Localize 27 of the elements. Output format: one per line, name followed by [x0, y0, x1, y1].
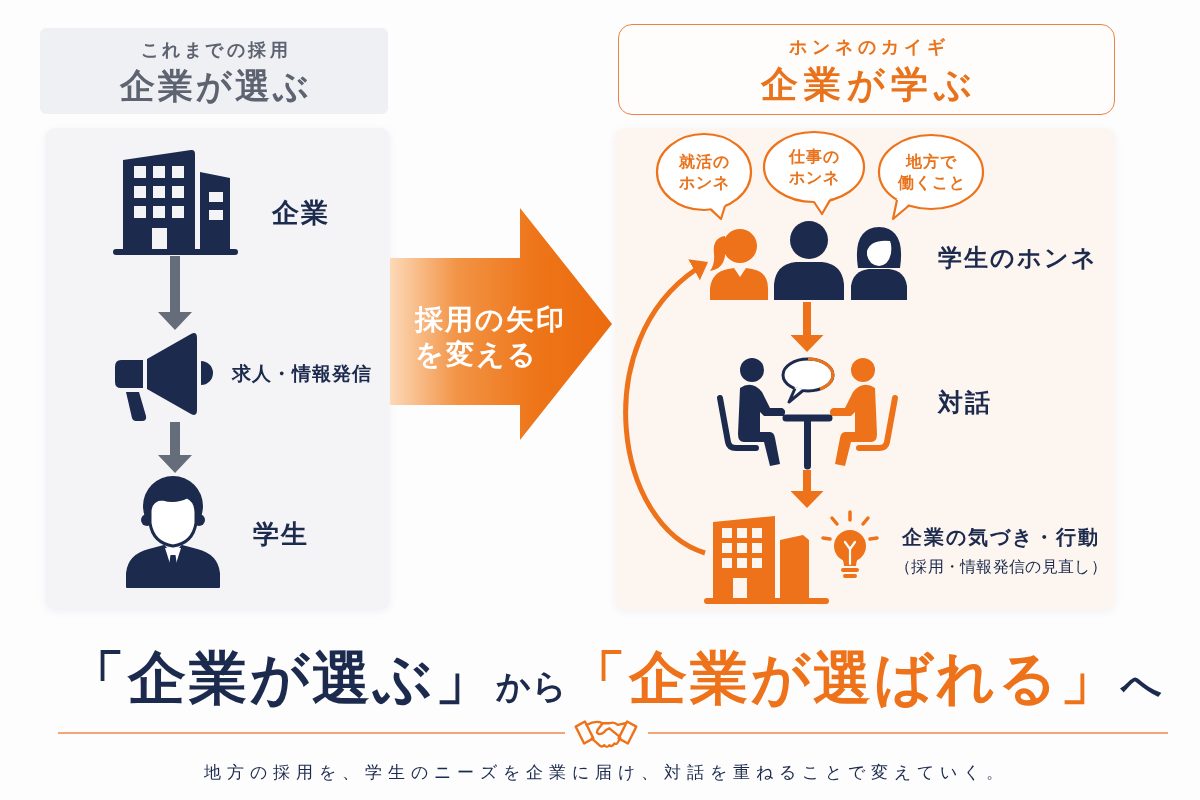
icon-label: 対話 [938, 387, 992, 418]
icon-label: 求人・情報発信 [232, 361, 372, 385]
title-box [618, 24, 1115, 115]
heading: 企業が選ぶ [118, 65, 312, 108]
heading: 企業が学ぶ [760, 62, 978, 108]
arrow [158, 256, 192, 330]
subtitle: これまでの採用 [139, 38, 291, 61]
headline: へ [1120, 660, 1162, 708]
headline: 「企業が選ぶ」 [66, 643, 496, 713]
arrow [158, 422, 192, 473]
headline: 「企業が選ばれる」 [567, 643, 1121, 713]
panel [615, 128, 1115, 610]
icon-label: 企業の気づき・行動 [902, 525, 1100, 550]
subtitle: ホンネのカイギ [787, 35, 950, 58]
person-icon [123, 473, 223, 589]
icon-label: （採用・情報発信の見直し） [895, 558, 1107, 577]
block-arrow: 採用の矢印を変える [390, 208, 612, 440]
icon-label: 学生のホンネ [938, 243, 1098, 273]
icon-label: 学生 [253, 518, 309, 551]
panel [45, 128, 390, 610]
arrow [790, 302, 824, 352]
icon-label: 企業 [272, 196, 330, 230]
caption: 地方の採用を、学生のニーズを企業に届け、対話を重ねることで変えていく。 [202, 761, 1009, 784]
office-building-icon [113, 148, 238, 256]
megaphone-icon [113, 330, 213, 422]
arrow [623, 259, 710, 556]
headline: から [495, 666, 568, 707]
